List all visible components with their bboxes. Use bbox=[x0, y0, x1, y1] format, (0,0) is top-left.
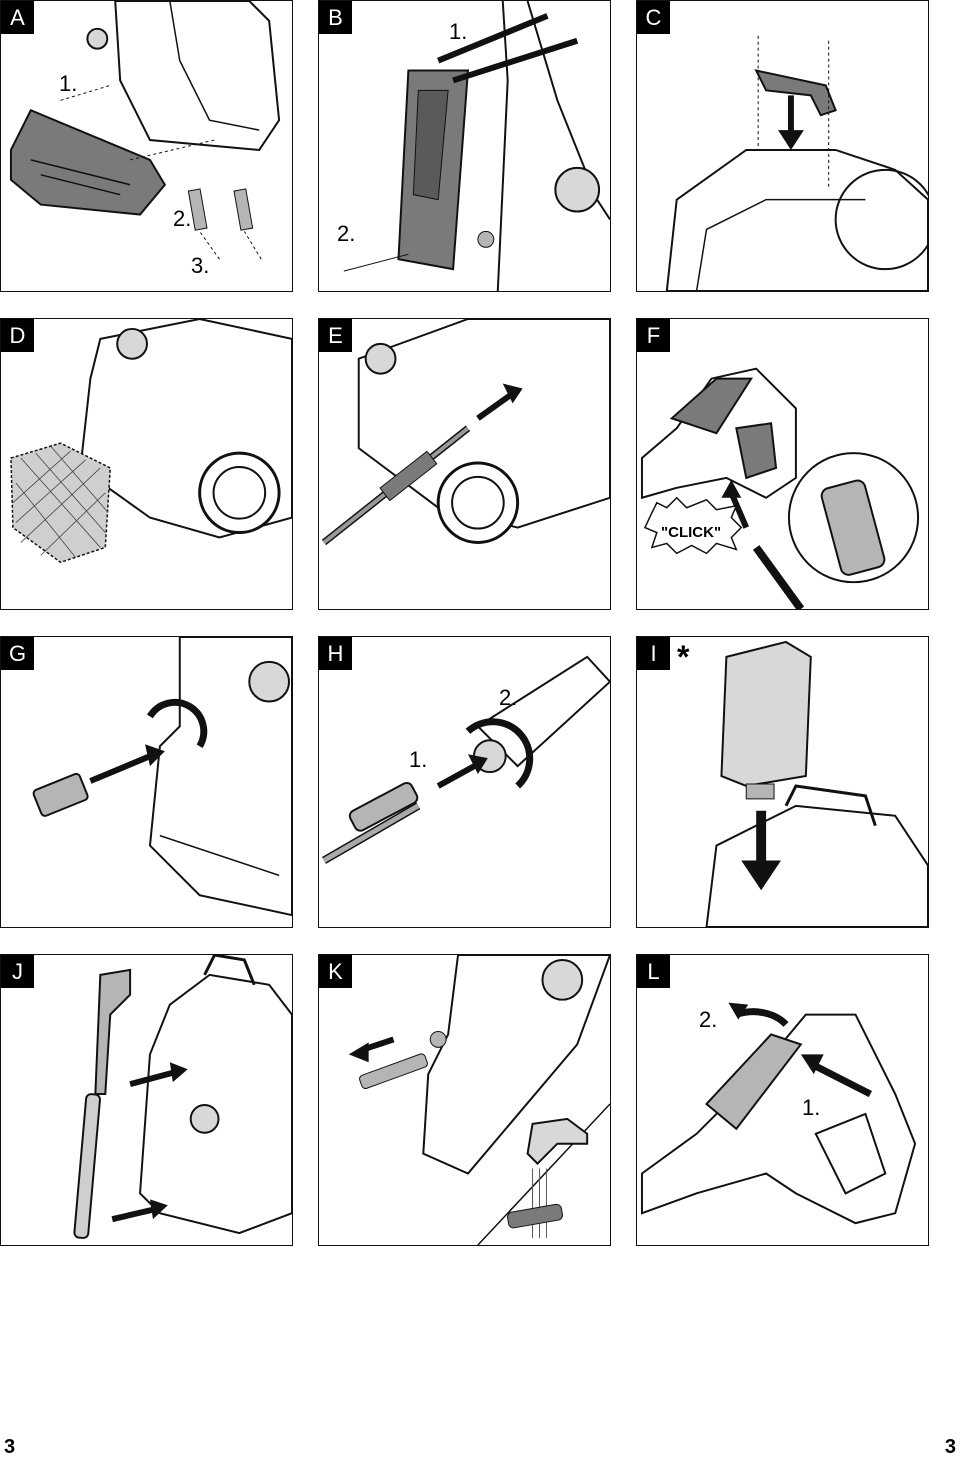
page-number-left: 3 bbox=[4, 1436, 16, 1458]
spray-lance-attachment-illustration bbox=[321, 655, 610, 864]
storage-illustration bbox=[73, 955, 292, 1239]
panel-i: I * bbox=[636, 636, 929, 928]
water-filter-cleaning-illustration bbox=[348, 955, 610, 1245]
step-2-label: 2. bbox=[499, 685, 518, 710]
panel-label: D bbox=[1, 319, 34, 352]
panel-g: G bbox=[0, 636, 293, 928]
click-sound-label: "CLICK" bbox=[661, 524, 722, 541]
panel-label: J bbox=[1, 955, 34, 988]
panel-label: A bbox=[1, 1, 34, 34]
filter-grille-illustration bbox=[10, 319, 292, 564]
panel-label: H bbox=[319, 637, 352, 670]
high-pressure-hose-connection-illustration bbox=[321, 319, 610, 546]
detergent-tray-assembly-illustration bbox=[9, 1, 281, 260]
optional-accessory-marker: * bbox=[677, 639, 690, 675]
panel-a: A 1. 2. 3. bbox=[0, 0, 293, 292]
panel-e: E bbox=[318, 318, 611, 610]
panel-label: B bbox=[319, 1, 352, 34]
panel-h: H 1. 2. bbox=[318, 636, 611, 928]
step-1-label: 1. bbox=[59, 71, 78, 96]
panel-label: C bbox=[637, 1, 670, 34]
step-2-label: 2. bbox=[699, 1007, 718, 1032]
panel-label: E bbox=[319, 319, 352, 352]
detergent-bottle-illustration bbox=[705, 640, 928, 927]
step-2-label: 2. bbox=[173, 206, 192, 231]
step-1-label: 1. bbox=[409, 747, 428, 772]
panel-label: G bbox=[1, 637, 34, 670]
panel-label: K bbox=[319, 955, 352, 988]
panel-j: J bbox=[0, 954, 293, 1246]
panel-c: C bbox=[636, 0, 929, 292]
step-1-label: 1. bbox=[802, 1095, 821, 1120]
accessory-holder-illustration bbox=[343, 1, 610, 291]
panel-label: I bbox=[637, 637, 670, 670]
page-number-right: 3 bbox=[944, 1436, 956, 1458]
panel-label: F bbox=[637, 319, 670, 352]
panel-label: L bbox=[637, 955, 670, 988]
trigger-gun-connection-illustration bbox=[640, 367, 920, 609]
trigger-lock-illustration bbox=[640, 1002, 917, 1225]
step-3-label: 3. bbox=[191, 253, 210, 278]
step-2-label: 2. bbox=[337, 221, 356, 246]
panel-f: F "CLICK" bbox=[636, 318, 929, 610]
handle-mounting-illustration bbox=[665, 35, 928, 291]
step-1-label: 1. bbox=[449, 19, 468, 44]
panel-k: K bbox=[318, 954, 611, 1246]
panel-l: L 2. 1. bbox=[636, 954, 929, 1246]
panel-b: B 1. 2. bbox=[318, 0, 611, 292]
water-inlet-coupling-illustration bbox=[32, 637, 292, 917]
panel-d: D bbox=[0, 318, 293, 610]
